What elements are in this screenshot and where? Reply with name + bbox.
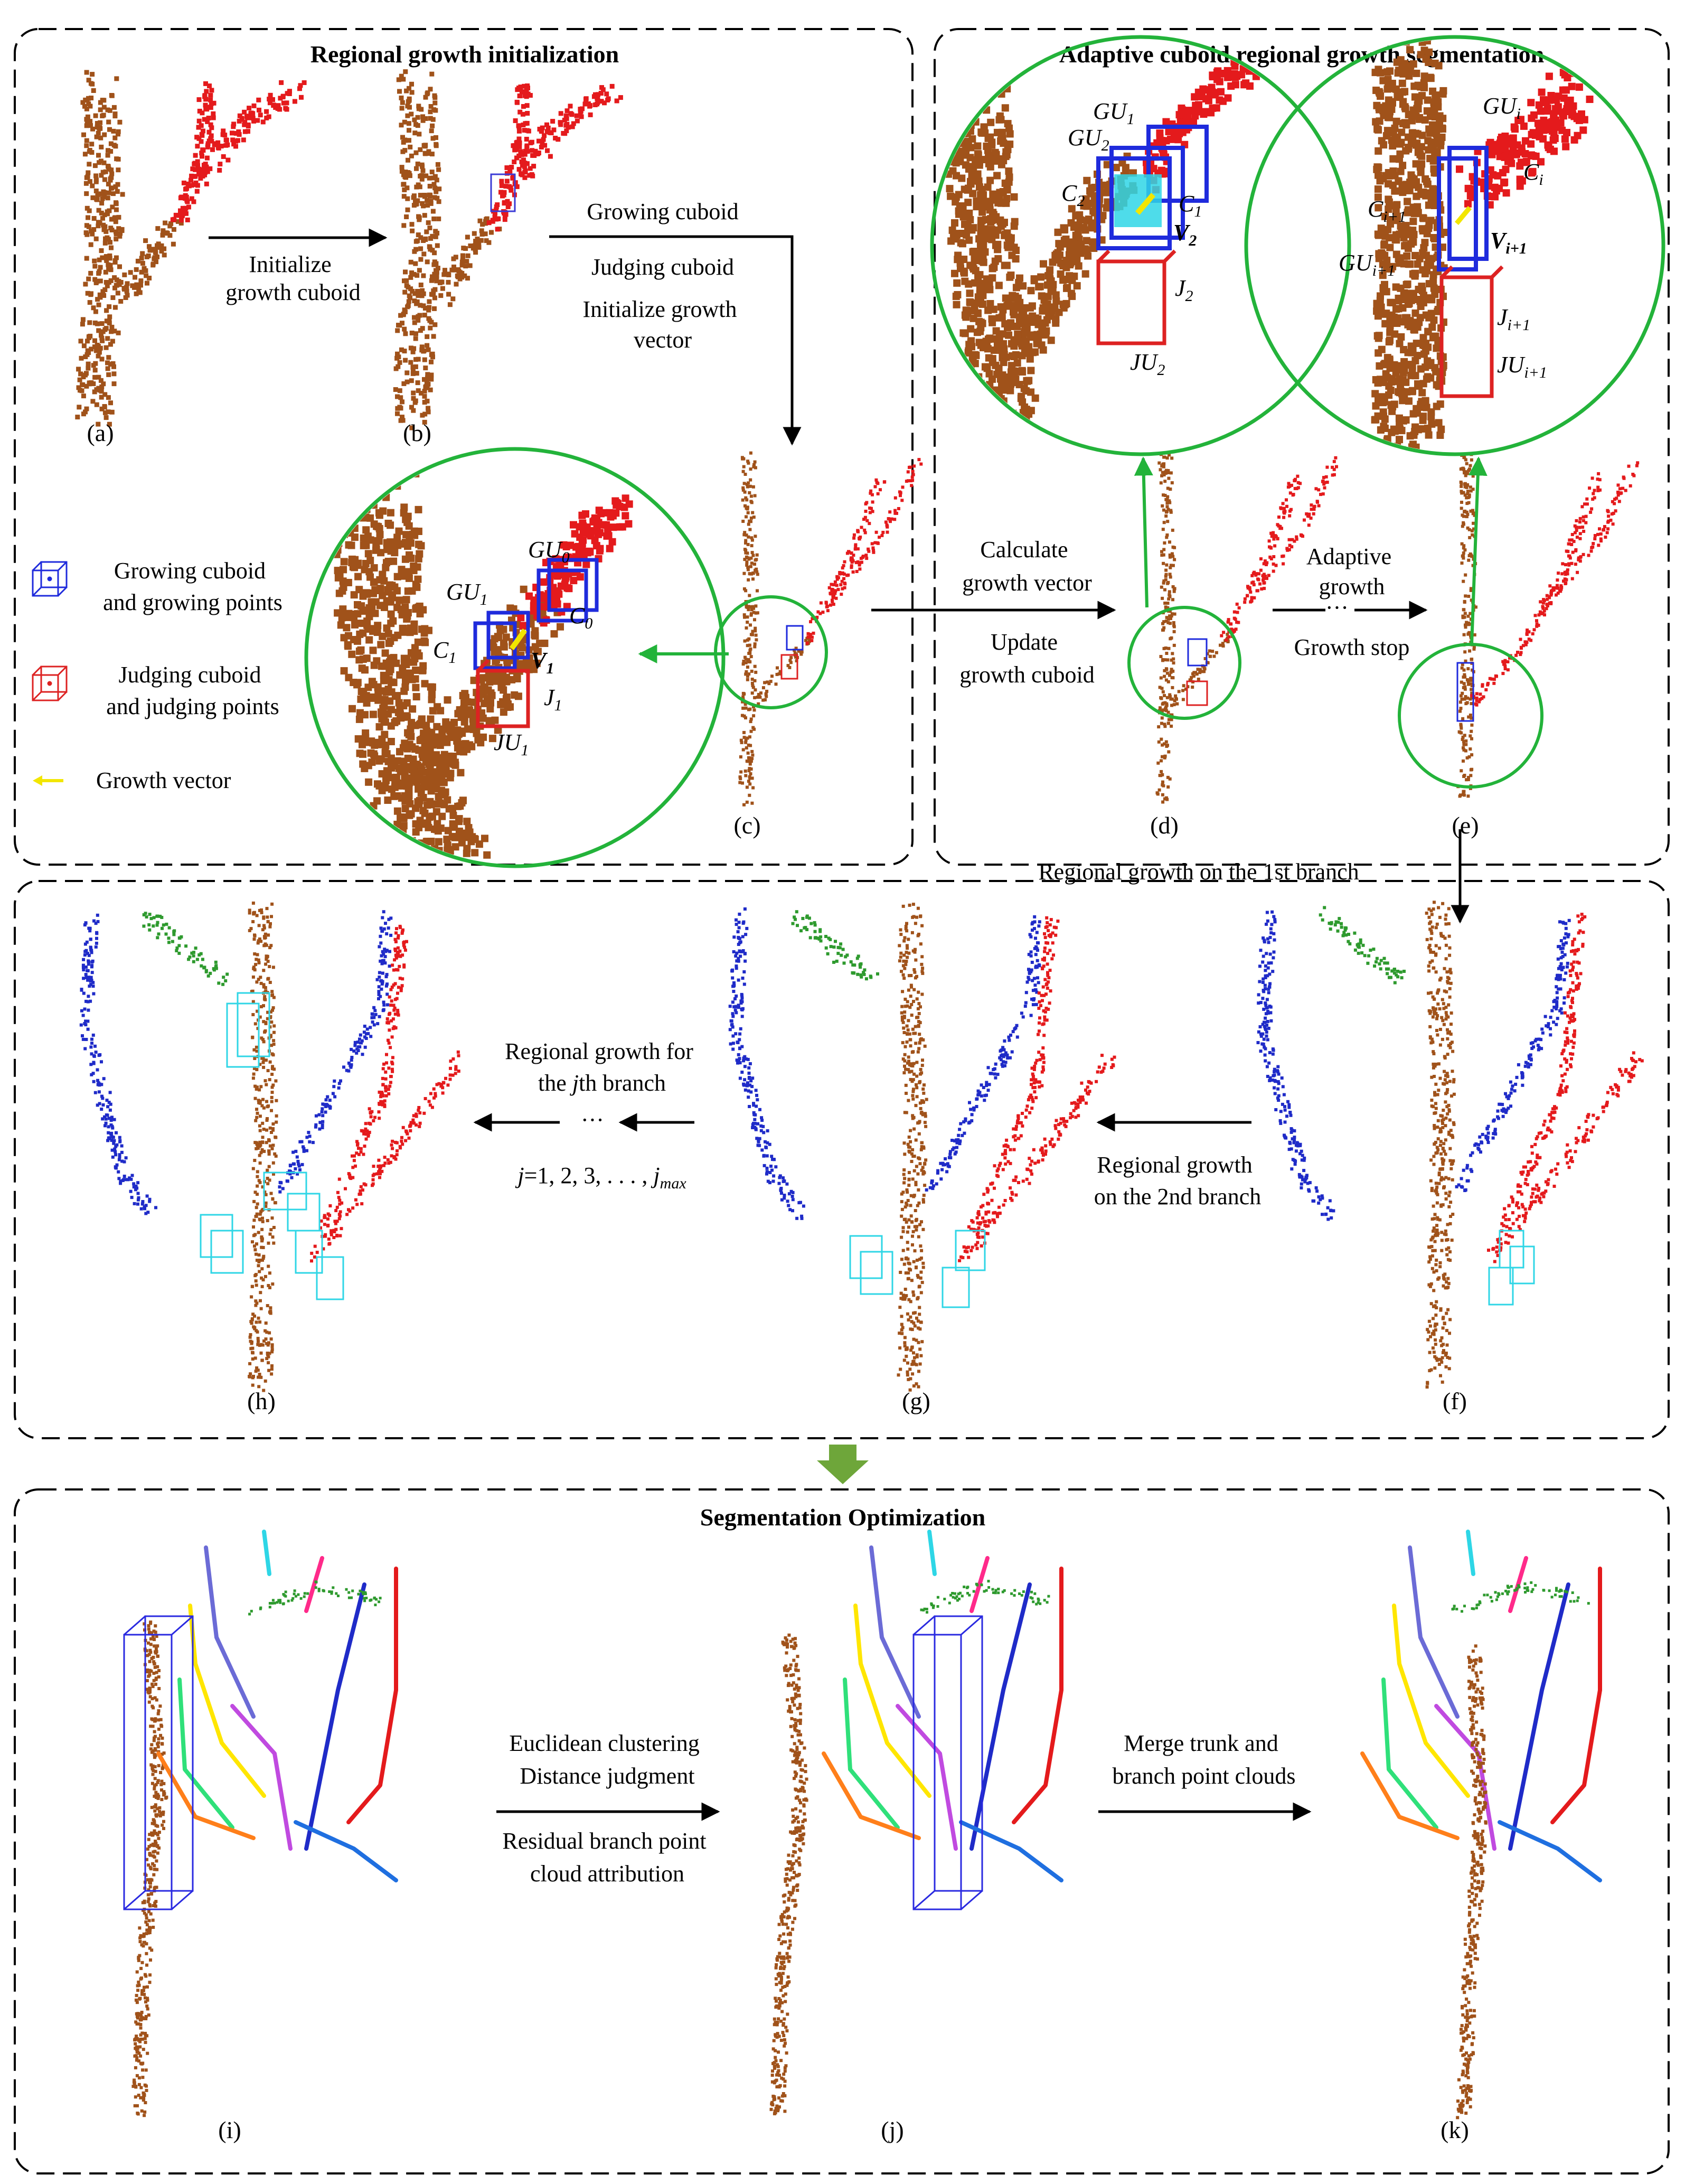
panel-label-a: (a) (87, 419, 114, 446)
judging-cuboid-legend-icon (32, 665, 68, 701)
label-judging-cuboid: Judging cuboid (591, 254, 734, 280)
panel-label-f: (f) (1443, 1388, 1467, 1414)
panel-label-d: (d) (1150, 812, 1179, 839)
focus-circle-e (1398, 643, 1543, 789)
judging-cuboid-zoom-e (1439, 265, 1504, 398)
label-second-branch: Regional growth on the 2nd branch (1094, 1152, 1261, 1210)
point-cloud-j-trunk (769, 1633, 808, 2115)
judging-cuboid-zoom-d (1096, 249, 1176, 345)
label-adaptive: Adaptive growth (1306, 543, 1397, 599)
branch-growth-frame (14, 880, 1670, 1439)
point-cloud-a (75, 70, 307, 427)
point-cloud-c (738, 451, 923, 807)
panel-label-c: (c) (733, 812, 760, 839)
point-cloud-f (1256, 901, 1644, 1389)
label-initialize: Initialize growth cuboid (225, 251, 360, 305)
growth-vector-zoom-d (1135, 193, 1155, 215)
zoom-circle-c (304, 447, 726, 868)
growth-vector-zoom-c (510, 629, 527, 650)
init-section-title: Regional growth initialization (310, 41, 619, 68)
optim-section-frame (14, 1488, 1670, 2174)
label-growth-stop: Growth stop (1294, 634, 1410, 660)
point-cloud-d (1155, 453, 1338, 804)
panel-label-e: (e) (1452, 812, 1479, 839)
label-init-vector: Initialize growth vector (582, 296, 742, 353)
adaptive-section-title: Adaptive cuboid regional growth segmenta… (1059, 41, 1544, 68)
zoom-arrow-d (1134, 456, 1153, 608)
panel-label-k: (k) (1441, 2116, 1469, 2143)
legend-vector-text: Growth vector (96, 767, 231, 793)
cyan-cuboids-fgh (200, 992, 1535, 1308)
zoom-cloud-c (328, 451, 633, 864)
label-calc-vector: Calculate growth vector (962, 537, 1092, 596)
legend: Growing cuboid and growing points Judgin… (32, 558, 283, 793)
label-update-cuboid: Update growth cuboid (959, 629, 1094, 688)
point-cloud-i-branches (156, 1530, 398, 1882)
panel-label-i: (i) (218, 2116, 241, 2143)
growth-vector-legend-icon (33, 775, 63, 786)
panel-label-b: (b) (403, 419, 431, 446)
point-cloud-i (131, 1620, 168, 2117)
label-residual: Residual branch point cloud attribution (502, 1828, 712, 1887)
optim-section-title: Segmentation Optimization (700, 1504, 985, 1531)
zoom-labels-e: GUi Ci Ci+1 Vi+1 GUi+1 Ji+1 JUi+1 (1339, 93, 1547, 381)
zoom-cloud-e (1371, 39, 1598, 452)
growth-vector-zoom-e (1455, 206, 1472, 225)
point-cloud-j-branches (822, 1530, 1063, 1882)
zoom-circle-e (1244, 35, 1665, 456)
label-growing-cuboid: Growing cuboid (587, 199, 738, 224)
label-merge: Merge trunk and branch point clouds (1112, 1730, 1295, 1789)
point-cloud-b (393, 69, 623, 430)
adaptive-ellipsis: ··· (1325, 595, 1349, 621)
label-first-branch: Regional growth on the 1st branch (1038, 859, 1359, 885)
adaptive-section-frame (934, 28, 1670, 866)
focus-circle-d (1127, 606, 1241, 720)
point-cloud-k-trunk (1456, 1644, 1488, 2120)
small-cuboids-cde (780, 625, 1474, 722)
point-cloud-layer (75, 39, 1644, 2120)
zoom-arrow-e (1468, 456, 1488, 645)
legend-judging-text: Judging cuboid and judging points (106, 662, 279, 719)
point-cloud-e (1456, 453, 1640, 798)
panel-label-j: (j) (881, 2116, 903, 2143)
panel-label-h: (h) (247, 1388, 276, 1414)
trunk-cuboid-i (123, 1615, 194, 1910)
branch-ellipsis: ··· (581, 1107, 604, 1133)
point-cloud-k-branches (1360, 1530, 1602, 1882)
label-jth-branch: Regional growth for the jth branch (505, 1038, 699, 1096)
trunk-cuboid-j (912, 1615, 983, 1910)
down-arrow-to-optimization (817, 1445, 869, 1484)
panel-label-g: (g) (902, 1388, 930, 1414)
point-cloud-g (728, 903, 1116, 1392)
growing-cuboids-zoom-e (1437, 146, 1489, 271)
initial-cuboid-b (490, 173, 516, 212)
growing-points-zoom-d (1114, 174, 1162, 227)
zoom-labels-d: GU1 GU2 C2 C1 V2 J2 JU2 (1061, 98, 1202, 379)
legend-growing-text: Growing cuboid and growing points (103, 558, 283, 615)
growing-cuboids-zoom-d (1096, 125, 1209, 250)
label-euclidean: Euclidean clustering Distance judgment (509, 1730, 705, 1789)
init-section-frame (14, 28, 914, 866)
focus-circle-c (714, 595, 828, 709)
judging-cuboid-zoom-c (476, 659, 530, 728)
growing-cuboid-legend-icon (32, 561, 68, 597)
zoom-circle-d (930, 35, 1351, 456)
arrow-b-to-c (549, 235, 802, 446)
point-cloud-h (79, 901, 460, 1392)
label-j-sequence: j=1, 2, 3, . . . , jmax (515, 1163, 686, 1192)
zoom-labels-c: GU0 GU1 C0 C1 V1 J1 JU1 (433, 537, 592, 759)
